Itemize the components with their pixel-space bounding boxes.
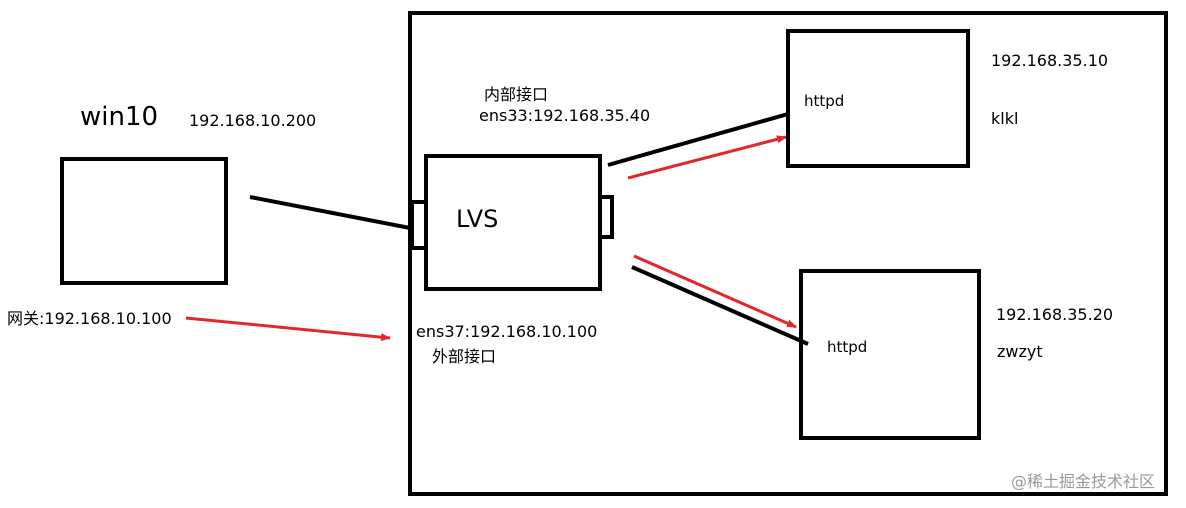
lvs-internal-port [598,195,614,239]
client-ip: 192.168.10.200 [189,111,317,130]
real-server-1-ip: 192.168.35.10 [991,51,1109,70]
link-lvs-server-1 [607,112,789,167]
cluster-enclosure [408,11,1168,496]
link-client-lvs [249,195,411,230]
lvs-host-box [424,154,602,291]
watermark-text: @稀土掘金技术社区 [1011,472,1156,491]
real-server-1-box [786,29,970,168]
lvs-external-label: 外部接口 [432,347,497,366]
forward-arrow-server-2 [633,254,797,329]
lvs-name: LVS [456,205,499,233]
real-server-2-service: httpd [827,338,868,356]
real-server-1-hostname: klkl [991,109,1019,128]
real-server-2-box [799,269,981,440]
request-arrow-gateway [185,316,391,342]
lvs-external-port [410,200,428,250]
forward-arrow-server-1 [627,135,787,180]
lvs-internal-interface: ens33:192.168.35.40 [479,106,651,125]
link-lvs-server-2 [631,265,809,346]
real-server-2-ip: 192.168.35.20 [996,305,1114,324]
lvs-external-interface: ens37:192.168.10.100 [416,322,598,341]
real-server-1-service: httpd [804,92,845,110]
client-name: win10 [80,102,159,132]
lvs-internal-label: 内部接口 [484,85,549,104]
gateway-label: 网关:192.168.10.100 [7,309,172,328]
real-server-2-hostname: zwzyt [997,342,1043,361]
client-host-box [60,157,228,285]
